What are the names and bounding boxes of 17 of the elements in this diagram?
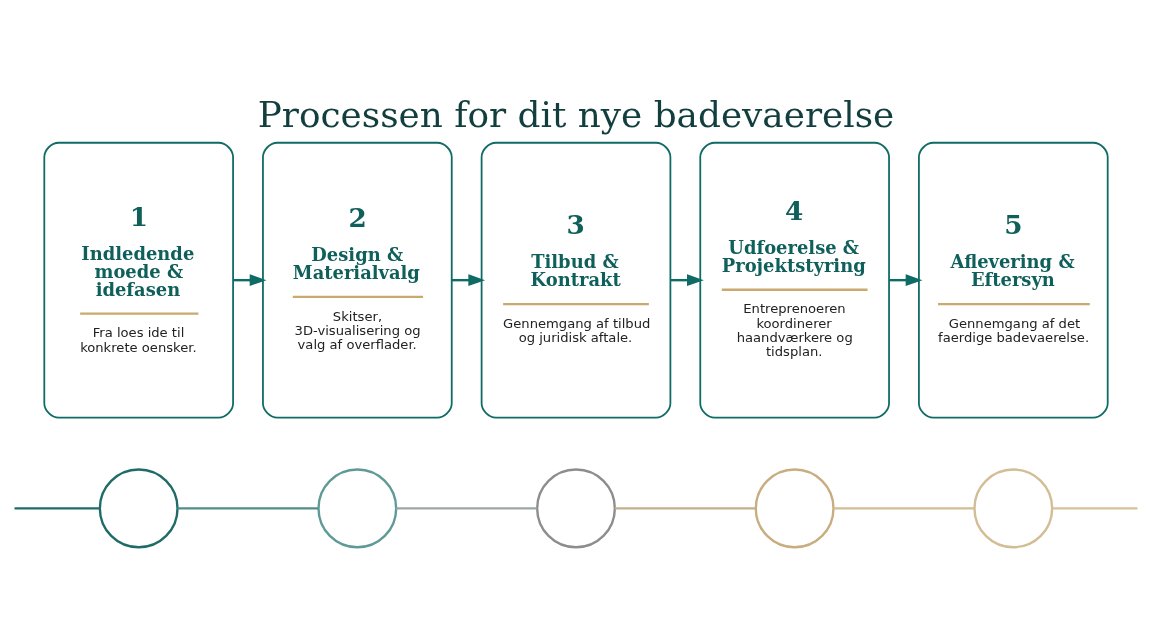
- node-circle: [98, 467, 179, 548]
- connector: [177, 506, 319, 510]
- connector: [614, 506, 756, 510]
- connector: [833, 506, 975, 510]
- node-circle: [754, 467, 835, 548]
- connector: [1052, 506, 1138, 510]
- node-box: 1 Indledende moede & idefasen Fra loes ide til konkrete oensker.: [43, 141, 234, 418]
- node-circle: [535, 467, 617, 548]
- node-circle: [973, 467, 1054, 548]
- node-box: 4 Udfoerelse & Projektstyring Entreprenoeren koordinerer haandværkere og tidsplan.: [699, 141, 890, 418]
- node-circle: [317, 467, 398, 548]
- diagram-title: Processen for dit nye badevaerelse: [257, 93, 895, 135]
- node-box: 3 Tilbud & Kontrakt Gennemgang af tilbud og juridisk aftale.: [480, 141, 672, 418]
- node-box: 5 Aflevering & Eftersyn Gennemgang af det faerdige badevaerelse.: [918, 141, 1109, 418]
- connector: [14, 506, 100, 510]
- node-box: 2 Design & Materialvalg Skitser, 3D-visualisering og valg af overflader.: [262, 141, 453, 418]
- connector: [396, 506, 537, 510]
